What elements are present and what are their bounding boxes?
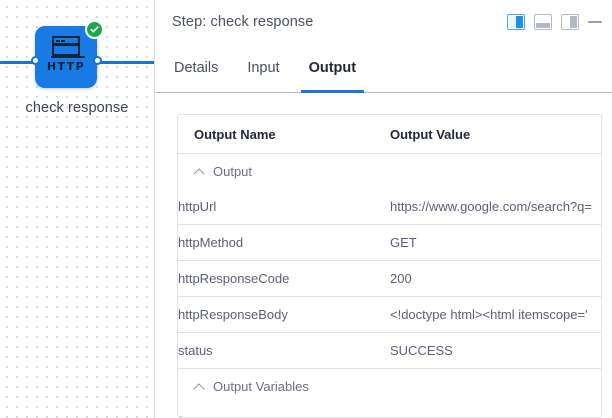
- group-value-cell: [390, 369, 601, 405]
- output-value-cell: SUCCESS: [390, 332, 601, 369]
- workflow-node-check-response[interactable]: HTTP: [35, 26, 97, 88]
- group-value-cell: [390, 154, 601, 190]
- output-value-cell: 200: [390, 404, 601, 417]
- column-header-output-value: Output Value: [390, 115, 601, 154]
- layout-right-icon[interactable]: [561, 14, 579, 30]
- http-browser-icon: HTTP: [35, 36, 97, 72]
- panel-body: Output Name Output Value Output: [155, 93, 612, 418]
- layout-bottom-icon[interactable]: [534, 14, 552, 30]
- output-value-cell: GET: [390, 224, 601, 261]
- output-table-body: Output httpUrl https://www.google.com/se…: [178, 154, 601, 417]
- table-row[interactable]: httpResponseCode 200: [178, 260, 601, 297]
- workflow-canvas[interactable]: HTTP check response: [0, 0, 155, 418]
- output-name-cell: httpResponseCode: [178, 260, 390, 297]
- node-output-port[interactable]: [93, 56, 102, 65]
- output-value-cell: <!doctype html><html itemscope=': [390, 296, 601, 333]
- table-row[interactable]: httpMethod GET: [178, 224, 601, 261]
- table-group-row-output-variables[interactable]: Output Variables: [178, 369, 601, 405]
- chevron-up-icon[interactable]: [194, 167, 204, 177]
- output-table: Output Name Output Value Output: [178, 115, 601, 417]
- group-label: Output Variables: [213, 379, 309, 394]
- minimize-icon[interactable]: [588, 15, 602, 29]
- table-header-row: Output Name Output Value: [178, 115, 601, 154]
- output-table-card: Output Name Output Value Output: [177, 114, 602, 418]
- group-label: Output: [213, 164, 253, 179]
- table-row[interactable]: status SUCCESS: [178, 332, 601, 369]
- group-label-cell: Output: [178, 154, 390, 190]
- layout-split-icon[interactable]: [507, 14, 525, 30]
- node-icon-label: HTTP: [46, 60, 86, 73]
- chevron-up-icon[interactable]: [194, 382, 204, 392]
- page-title: Step: check response: [172, 14, 314, 30]
- output-name-cell: status: [178, 332, 390, 369]
- panel-header-actions: [507, 14, 602, 30]
- column-header-output-name: Output Name: [178, 115, 390, 154]
- group-label-cell: Output Variables: [178, 369, 390, 405]
- tab-output[interactable]: Output: [300, 44, 364, 93]
- check-circle-icon: [85, 20, 104, 39]
- step-details-panel: Step: check response Details Input Outpu…: [155, 0, 612, 418]
- panel-tabs: Details Input Output: [155, 44, 612, 93]
- output-value-cell: https://www.google.com/search?q=: [390, 189, 601, 225]
- table-row[interactable]: httpUrl https://www.google.com/search?q=: [178, 189, 601, 225]
- panel-header: Step: check response: [155, 0, 612, 44]
- output-name-cell: httpResponseBody: [178, 296, 390, 333]
- table-row[interactable]: httpResponseBody <!doctype html><html it…: [178, 296, 601, 333]
- tab-input[interactable]: Input: [247, 60, 280, 76]
- table-group-row-output[interactable]: Output: [178, 154, 601, 190]
- tab-details[interactable]: Details: [174, 60, 219, 76]
- table-row[interactable]: foo 200: [178, 404, 601, 417]
- output-name-cell: httpMethod: [178, 224, 390, 261]
- output-name-cell: httpUrl: [178, 189, 390, 225]
- output-name-cell: foo: [178, 404, 390, 417]
- output-value-cell: 200: [390, 260, 601, 297]
- node-input-port[interactable]: [31, 56, 40, 65]
- node-label: check response: [25, 100, 129, 116]
